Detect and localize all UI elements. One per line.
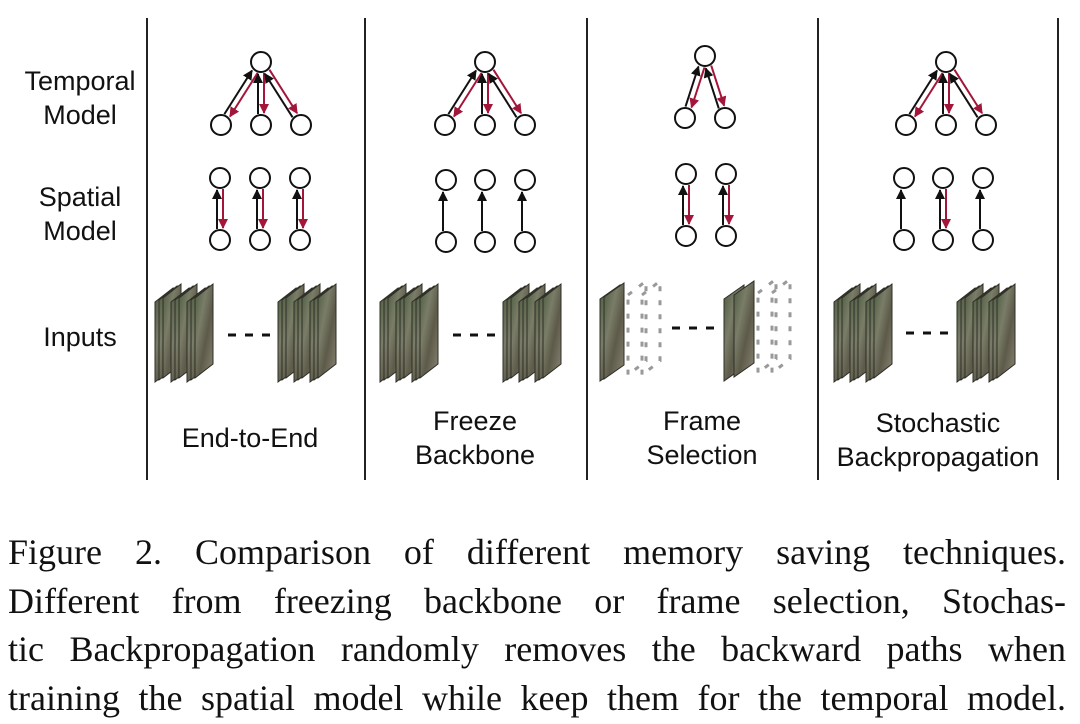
graph-node — [975, 114, 997, 136]
graph-node — [932, 229, 954, 251]
input-frame — [733, 280, 755, 378]
row-label-spatial-line2: Model — [43, 216, 117, 246]
graph-node — [474, 169, 496, 191]
dropped-frame — [626, 277, 648, 379]
graph-node — [972, 167, 994, 189]
backward-arrow — [914, 72, 944, 118]
graph-node — [895, 114, 917, 136]
graph-node — [249, 167, 271, 189]
graph-node — [675, 163, 697, 185]
forward-arrow — [703, 67, 720, 109]
backward-arrow — [710, 65, 727, 107]
graph-node — [514, 169, 536, 191]
graph-node — [694, 45, 716, 67]
graph-node — [250, 51, 272, 73]
panel-label-frame-line2: Selection — [646, 440, 757, 470]
input-frame — [317, 282, 337, 380]
graph-node — [474, 114, 496, 136]
forward-arrow — [447, 69, 477, 115]
caption-line: Figure 2. Comparison of different memory… — [8, 532, 1066, 572]
graph-node — [893, 167, 915, 189]
dropped-frame — [640, 277, 662, 379]
graph-node — [250, 114, 272, 136]
backward-arrow — [229, 72, 259, 118]
graph-node — [514, 231, 536, 253]
panel-label-freeze-line1: Freeze — [433, 406, 517, 436]
input-frame — [194, 282, 214, 380]
graph-node — [972, 229, 994, 251]
panel-label-freeze-line2: Backbone — [415, 440, 535, 470]
graph-node — [932, 167, 954, 189]
row-label-temporal-line1: Temporal — [24, 66, 135, 96]
caption-line: Different from freezing backbone or fram… — [8, 580, 1066, 621]
diagram-graphs — [154, 45, 1016, 384]
backward-arrow — [268, 69, 298, 115]
graph-node — [474, 231, 496, 253]
graph-node — [715, 225, 737, 247]
caption-line: tic Backpropagation randomly removes the… — [8, 629, 1066, 669]
forward-arrow — [488, 72, 518, 118]
dropped-frame — [770, 275, 792, 377]
backward-arrow — [689, 67, 706, 109]
graph-node — [675, 225, 697, 247]
backward-arrow — [492, 69, 522, 115]
graph-node — [935, 114, 957, 136]
panel-label-stochastic-line2: Backpropagation — [837, 442, 1040, 472]
graph-node — [715, 163, 737, 185]
graph-node — [474, 51, 496, 73]
forward-arrow — [684, 65, 701, 107]
graph-node — [249, 229, 271, 251]
graph-node — [435, 231, 457, 253]
forward-arrow — [223, 69, 253, 115]
figure-caption: Figure 2. Comparison of different memory… — [8, 528, 1066, 722]
graph-node — [893, 229, 915, 251]
input-frame — [996, 282, 1016, 380]
input-frame — [419, 282, 439, 380]
row-label-spatial-line1: Spatial — [39, 182, 122, 212]
backward-arrow — [953, 69, 983, 115]
graph-node — [210, 114, 232, 136]
row-label-temporal-line2: Model — [43, 100, 117, 130]
input-frame — [542, 282, 562, 380]
graph-node — [935, 51, 957, 73]
panel-label-stochastic-line1: Stochastic — [876, 408, 1001, 438]
graph-node — [290, 114, 312, 136]
graph-node — [674, 107, 696, 129]
backward-arrow — [453, 72, 483, 118]
forward-arrow — [949, 72, 979, 118]
graph-node — [289, 167, 311, 189]
row-label-inputs: Inputs — [43, 322, 117, 352]
forward-arrow — [264, 72, 294, 118]
graph-node — [714, 107, 736, 129]
panel-label-frame-line1: Frame — [663, 406, 741, 436]
figure: Temporal Model Spatial Model Inputs End-… — [24, 18, 1059, 480]
input-frame — [873, 282, 893, 380]
forward-arrow — [908, 69, 938, 115]
graph-node — [514, 114, 536, 136]
graph-node — [435, 169, 457, 191]
caption-line: training the spatial model while keep th… — [8, 677, 1066, 718]
input-frame — [603, 282, 625, 380]
dropped-frame — [756, 275, 778, 377]
graph-node — [434, 114, 456, 136]
graph-node — [209, 229, 231, 251]
graph-node — [289, 229, 311, 251]
graph-node — [209, 167, 231, 189]
panel-label-end-to-end: End-to-End — [182, 423, 319, 453]
